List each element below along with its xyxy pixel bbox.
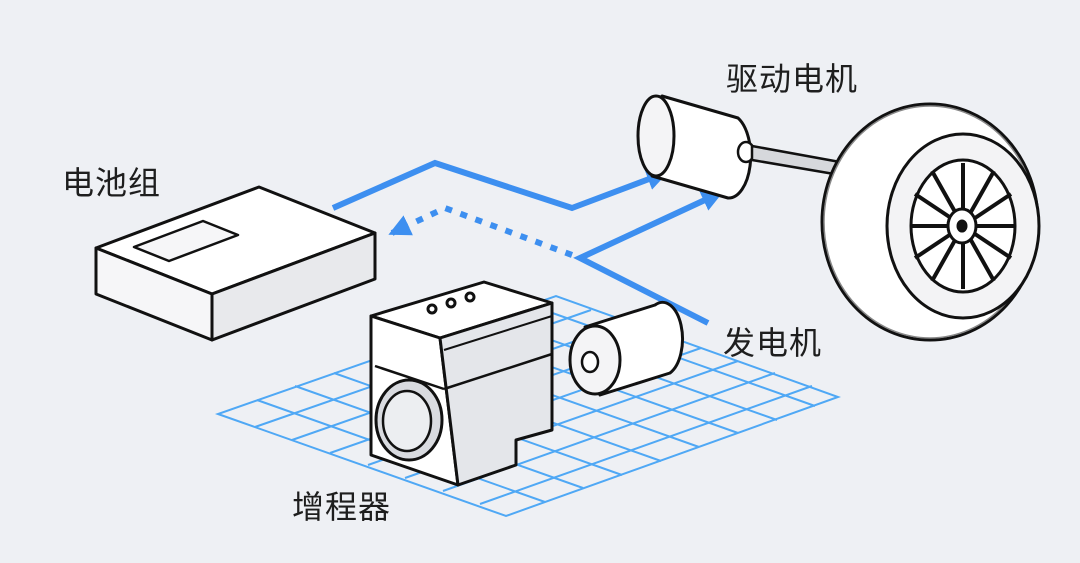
- drive-motor: [636, 94, 842, 200]
- range-extender-engine: [369, 280, 554, 487]
- generator: [568, 300, 684, 397]
- battery-to-motor-flow: [331, 159, 669, 212]
- generator-to-motor-flow: [573, 190, 724, 326]
- drive-motor-label: 驱动电机: [726, 60, 859, 98]
- generator-label: 发电机: [723, 324, 823, 362]
- battery-pack: [94, 185, 377, 342]
- wheel: [820, 102, 1041, 342]
- battery-label: 电池组: [62, 164, 162, 202]
- generator-to-battery-flow: [388, 204, 574, 258]
- range-extender-label: 增程器: [292, 488, 392, 526]
